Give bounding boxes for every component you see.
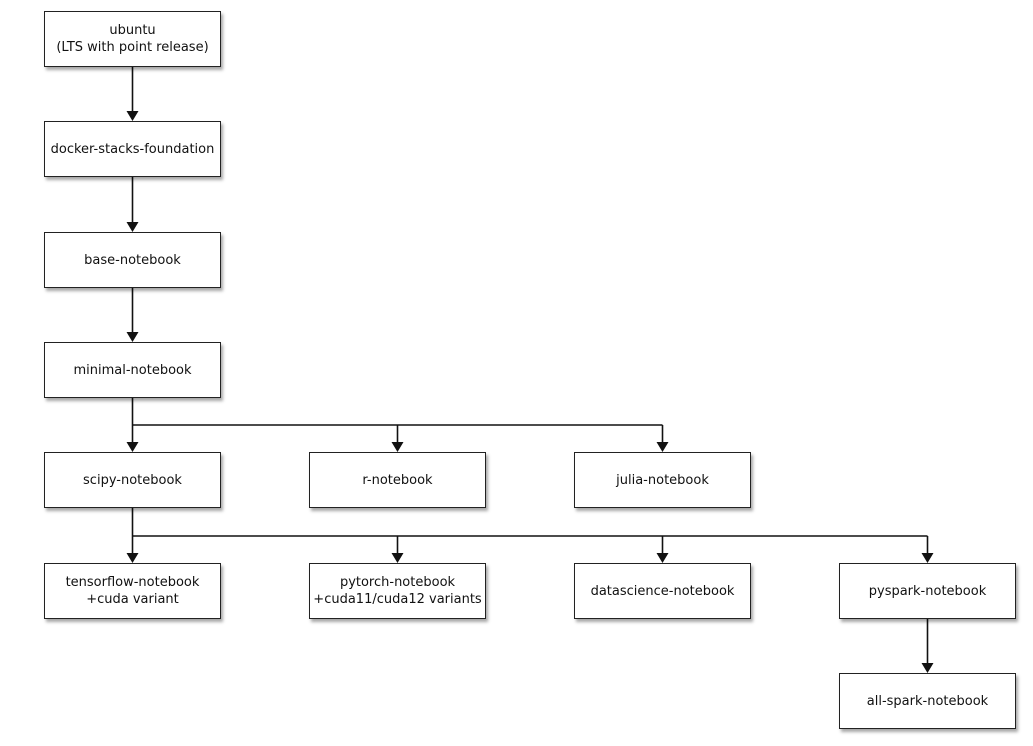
node-label: base-notebook xyxy=(84,252,181,268)
node-all-spark-notebook: all-spark-notebook xyxy=(839,673,1016,729)
node-label: +cuda variant xyxy=(86,592,179,607)
node-label: julia-notebook xyxy=(616,472,709,488)
arrowhead-base-notebook xyxy=(126,222,139,232)
arrowhead-docker-stacks-foundation xyxy=(126,111,139,121)
node-label: +cuda11/cuda12 variants xyxy=(313,592,482,607)
arrowhead-all-spark-notebook xyxy=(921,663,934,673)
node-label: all-spark-notebook xyxy=(866,693,989,709)
node-pytorch-notebook: pytorch-notebook +cuda11/cuda12 variants xyxy=(309,563,486,619)
arrowhead-julia-notebook xyxy=(656,442,669,452)
node-scipy-notebook: scipy-notebook xyxy=(44,452,221,508)
node-label: (LTS with point release) xyxy=(56,40,209,55)
node-ubuntu: ubuntu (LTS with point release) xyxy=(44,11,221,67)
node-label: tensorflow-notebook xyxy=(65,575,200,590)
arrowhead-minimal-notebook xyxy=(126,332,139,342)
node-datascience-notebook: datascience-notebook xyxy=(574,563,751,619)
arrowhead-pytorch-notebook xyxy=(391,553,404,563)
arrowhead-tensorflow-notebook xyxy=(126,553,139,563)
node-label: pytorch-notebook xyxy=(339,575,456,590)
node-docker-stacks-foundation: docker-stacks-foundation xyxy=(44,121,221,177)
node-label: minimal-notebook xyxy=(73,362,192,378)
node-label: pyspark-notebook xyxy=(868,583,987,599)
arrowhead-pyspark-notebook xyxy=(921,553,934,563)
arrowhead-scipy-notebook xyxy=(126,442,139,452)
node-tensorflow-notebook: tensorflow-notebook +cuda variant xyxy=(44,563,221,619)
node-julia-notebook: julia-notebook xyxy=(574,452,751,508)
node-label: r-notebook xyxy=(362,472,433,488)
node-base-notebook: base-notebook xyxy=(44,232,221,288)
node-pyspark-notebook: pyspark-notebook xyxy=(839,563,1016,619)
node-label: docker-stacks-foundation xyxy=(50,141,215,157)
node-r-notebook: r-notebook xyxy=(309,452,486,508)
arrowhead-r-notebook xyxy=(391,442,404,452)
node-label: datascience-notebook xyxy=(590,583,735,599)
arrowhead-datascience-notebook xyxy=(656,553,669,563)
node-label: scipy-notebook xyxy=(83,472,182,488)
node-minimal-notebook: minimal-notebook xyxy=(44,342,221,398)
node-label: ubuntu xyxy=(109,23,156,38)
